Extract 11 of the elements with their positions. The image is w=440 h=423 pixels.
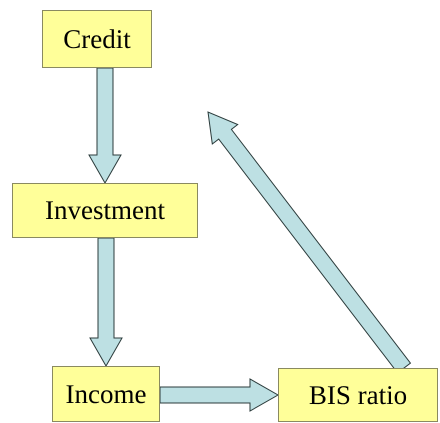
process-box: [42, 10, 152, 68]
box-label: Credit: [63, 24, 131, 54]
process-box: [52, 366, 160, 422]
block-arrow: [160, 378, 279, 412]
block-arrow: [89, 238, 123, 367]
box-label: Income: [66, 378, 146, 410]
process-box: [278, 368, 438, 422]
block-arrow: [88, 68, 122, 184]
process-box: [12, 183, 198, 238]
box-label: Investment: [45, 195, 165, 226]
box-label: BIS ratio: [308, 380, 408, 410]
